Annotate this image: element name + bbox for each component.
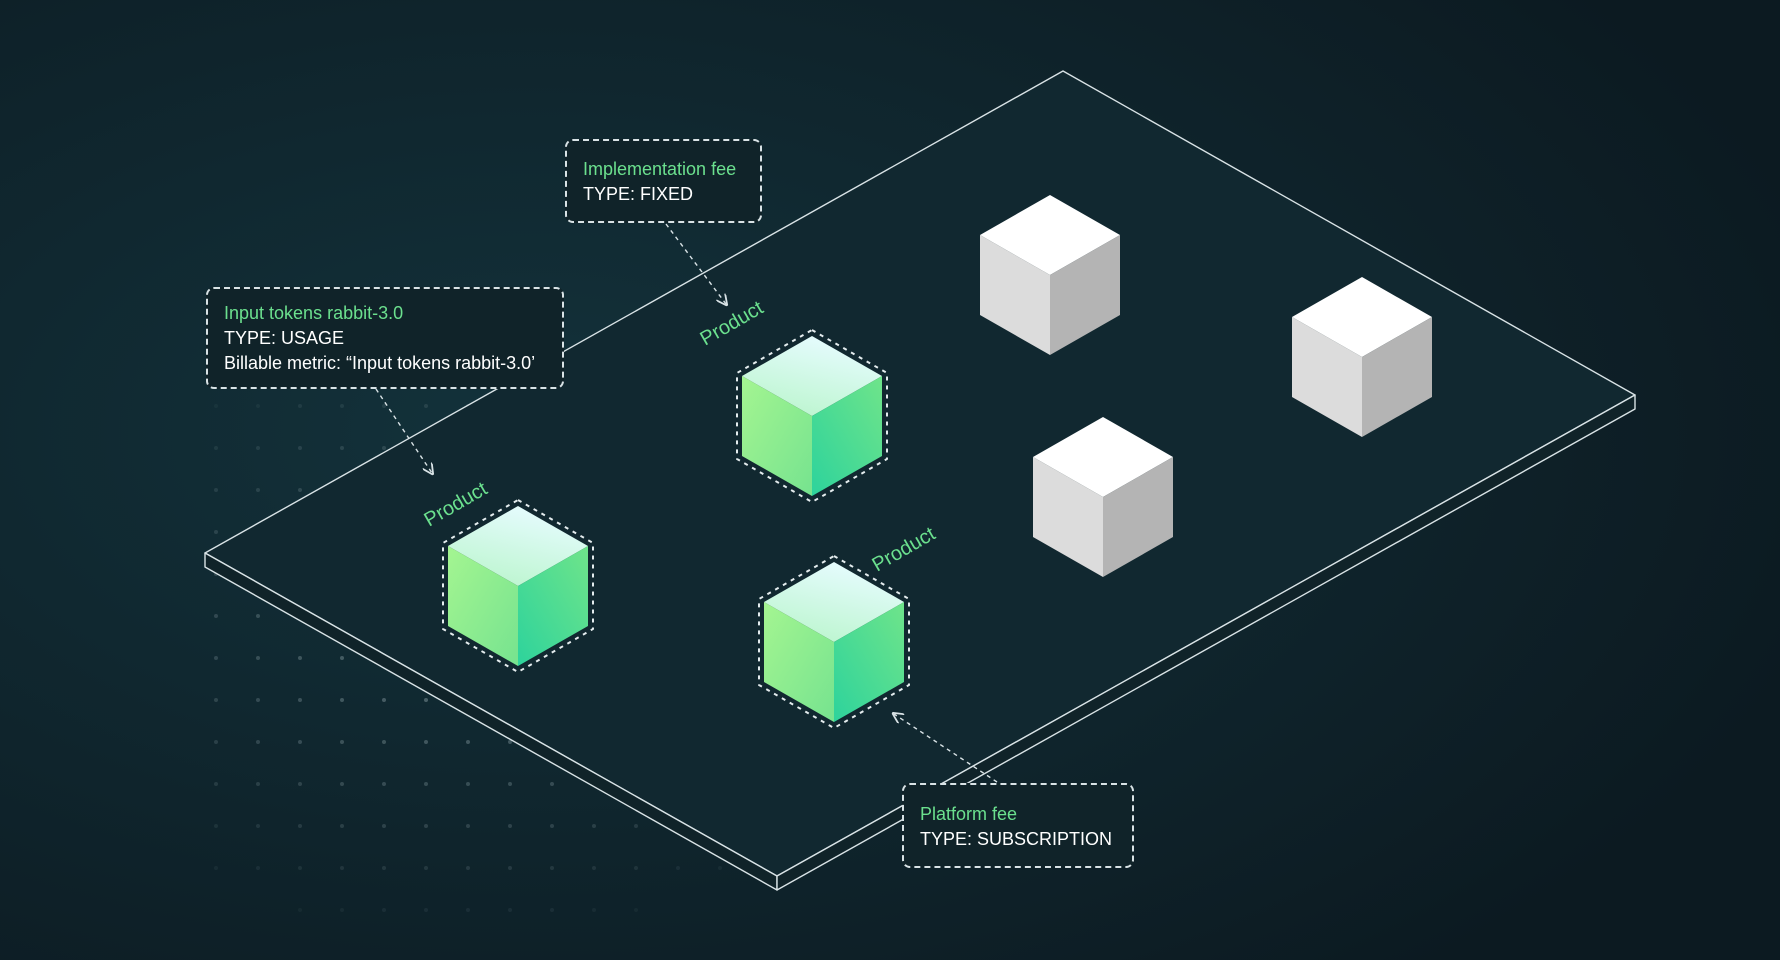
grid-dot — [214, 488, 218, 492]
grid-dot — [298, 404, 302, 408]
grid-dot — [634, 908, 638, 912]
grid-dot — [424, 782, 428, 786]
grid-dot — [424, 866, 428, 870]
grid-dot — [214, 530, 218, 534]
grid-dot — [214, 656, 218, 660]
item-cube — [980, 195, 1120, 355]
grid-dot — [214, 782, 218, 786]
grid-dot — [424, 824, 428, 828]
grid-dot — [382, 404, 386, 408]
grid-dot — [508, 908, 512, 912]
grid-dot — [340, 404, 344, 408]
grid-dot — [256, 698, 260, 702]
product-cube: Product — [697, 297, 888, 503]
grid-dot — [382, 866, 386, 870]
grid-dot — [340, 656, 344, 660]
grid-dot — [256, 488, 260, 492]
grid-dot — [382, 908, 386, 912]
grid-dot — [382, 824, 386, 828]
callout-title: Platform fee — [920, 804, 1018, 824]
grid-dot — [214, 614, 218, 618]
grid-dot — [298, 446, 302, 450]
grid-dot — [466, 740, 470, 744]
grid-dot — [382, 698, 386, 702]
callout-input-tokens: Input tokens rabbit-3.0 TYPE: USAGE Bill… — [206, 287, 564, 389]
callout-implementation-fee: Implementation fee TYPE: FIXED — [565, 139, 762, 223]
grid-dot — [550, 866, 554, 870]
grid-dot — [340, 908, 344, 912]
callout-type: TYPE: USAGE — [224, 328, 345, 348]
grid-dot — [298, 740, 302, 744]
product-cube: Product — [421, 478, 594, 673]
grid-dot — [298, 656, 302, 660]
grid-dot — [340, 866, 344, 870]
grid-dot — [340, 698, 344, 702]
grid-dot — [508, 824, 512, 828]
grid-dot — [676, 866, 680, 870]
platform-slab — [204, 70, 1636, 891]
grid-dot — [424, 740, 428, 744]
grid-dot — [256, 446, 260, 450]
callout-type: TYPE: SUBSCRIPTION — [920, 829, 1113, 849]
grid-dot — [340, 740, 344, 744]
grid-dot — [298, 866, 302, 870]
grid-dot — [424, 698, 428, 702]
grid-dot — [382, 446, 386, 450]
grid-dot — [340, 782, 344, 786]
item-cube — [1033, 417, 1173, 577]
grid-dot — [466, 782, 470, 786]
grid-dot — [298, 782, 302, 786]
grid-dot — [634, 824, 638, 828]
grid-dot — [592, 908, 596, 912]
callout-title: Implementation fee — [583, 159, 737, 179]
grid-dot — [256, 656, 260, 660]
grid-dot — [382, 740, 386, 744]
grid-dot — [466, 908, 470, 912]
grid-dot — [550, 824, 554, 828]
grid-dot — [466, 866, 470, 870]
connector-arrow — [375, 388, 432, 473]
grid-dot — [256, 824, 260, 828]
grid-dot — [214, 866, 218, 870]
grid-dot — [256, 404, 260, 408]
grid-dot — [592, 866, 596, 870]
grid-dot — [550, 782, 554, 786]
grid-dot — [214, 404, 218, 408]
grid-dot — [298, 698, 302, 702]
callout-platform-fee: Platform fee TYPE: SUBSCRIPTION — [902, 783, 1134, 868]
grid-dot — [634, 866, 638, 870]
grid-dot — [550, 908, 554, 912]
grid-dot — [340, 446, 344, 450]
item-cube — [1292, 277, 1432, 437]
grid-dot — [298, 824, 302, 828]
grid-dot — [298, 488, 302, 492]
grid-dot — [382, 782, 386, 786]
grid-dot — [424, 908, 428, 912]
grid-dot — [508, 782, 512, 786]
grid-dot — [508, 866, 512, 870]
grid-dot — [718, 866, 722, 870]
grid-dot — [256, 614, 260, 618]
callout-title: Input tokens rabbit-3.0 — [224, 303, 404, 323]
grid-dot — [256, 866, 260, 870]
grid-dot — [592, 824, 596, 828]
connector-arrow — [665, 223, 726, 304]
grid-dot — [298, 908, 302, 912]
grid-dot — [214, 824, 218, 828]
grid-dot — [214, 740, 218, 744]
grid-dot — [256, 782, 260, 786]
grid-dot — [466, 824, 470, 828]
callout-metric: Billable metric: “Input tokens rabbit-3.… — [224, 353, 536, 373]
grid-dot — [256, 740, 260, 744]
grid-dot — [424, 404, 428, 408]
grid-dot — [214, 446, 218, 450]
grid-dot — [340, 824, 344, 828]
grid-dot — [508, 740, 512, 744]
grid-dot — [214, 698, 218, 702]
callout-type: TYPE: FIXED — [583, 184, 694, 204]
